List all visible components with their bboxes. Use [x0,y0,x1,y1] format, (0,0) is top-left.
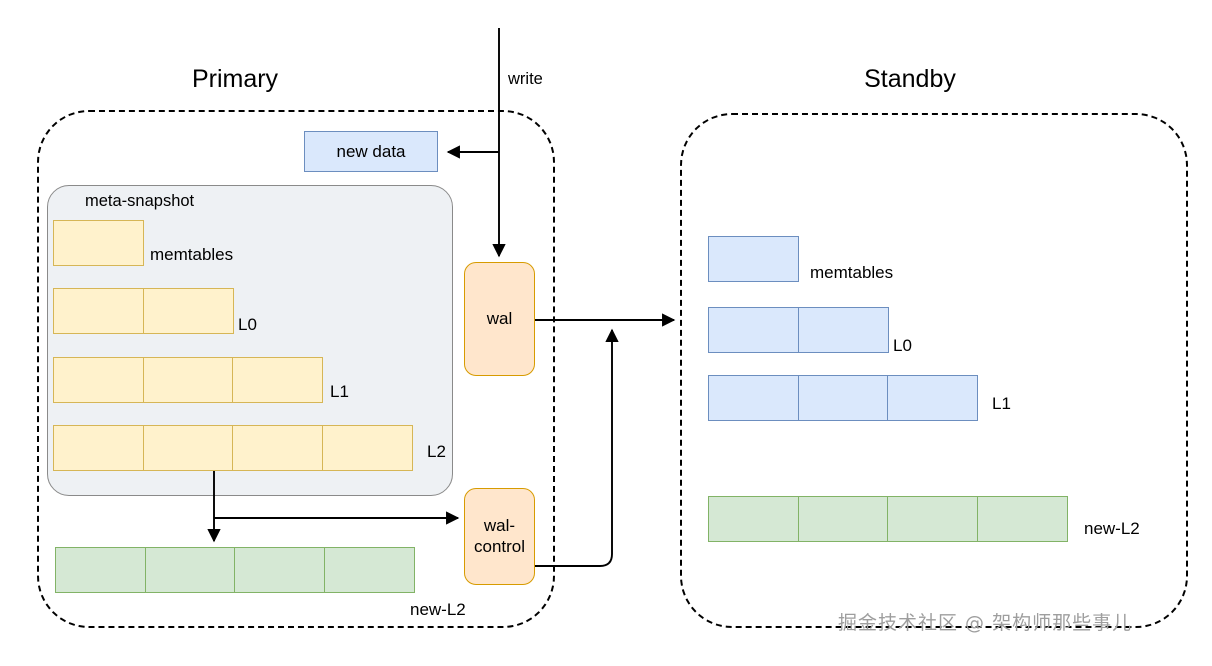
sst-cell [708,375,799,421]
wal-control-line-1: wal- [483,516,516,536]
standby-new-l2-row [708,496,1069,542]
sst-cell [53,288,144,334]
sst-cell [708,236,799,282]
wal-box: wal [464,262,535,376]
sst-cell [53,425,144,471]
wal-control-box: wal- control [464,488,535,585]
new-data-box: new data [304,131,438,172]
primary-memtables-label: memtables [150,245,234,264]
standby-cluster-boundary [680,113,1188,628]
standby-l1-label: L1 [992,394,1011,413]
sst-cell [708,496,799,542]
primary-l1-label: L1 [330,382,349,401]
primary-new-l2-label: new-L2 [410,600,466,619]
primary-memtables-row [53,220,144,266]
sst-cell [142,357,234,403]
sst-cell [232,357,324,403]
sst-cell [55,547,146,593]
sst-cell [708,307,799,353]
primary-l1-row [53,357,324,403]
meta-snapshot-label: meta-snapshot [85,192,195,210]
primary-new-l2-row [55,547,416,593]
sst-cell [887,496,979,542]
sst-cell [977,496,1069,542]
sst-cell [797,496,889,542]
sst-cell [324,547,416,593]
standby-memtables-row [708,236,799,282]
sst-cell [144,547,236,593]
primary-l0-label: L0 [238,315,257,334]
standby-memtables-label: memtables [810,263,894,282]
primary-title: Primary [191,65,279,93]
sst-cell [53,220,144,266]
primary-l2-row [53,425,414,471]
wal-control-line-2: control [473,536,526,556]
primary-l0-row [53,288,234,334]
sst-cell [322,425,414,471]
sst-cell [142,288,234,334]
sst-cell [234,547,326,593]
standby-new-l2-label: new-L2 [1084,519,1140,538]
write-edge-label: write [508,70,543,88]
standby-title: Standby [864,65,956,93]
sst-cell [232,425,324,471]
sst-cell [797,375,889,421]
sst-cell [53,357,144,403]
primary-l2-label: L2 [427,442,446,461]
sst-cell [887,375,979,421]
standby-l0-label: L0 [893,336,912,355]
standby-l0-row [708,307,889,353]
sst-cell [797,307,889,353]
standby-l1-row [708,375,979,421]
watermark: 掘金技术社区 @ 架构师那些事儿 [838,612,1133,634]
sst-cell [142,425,234,471]
